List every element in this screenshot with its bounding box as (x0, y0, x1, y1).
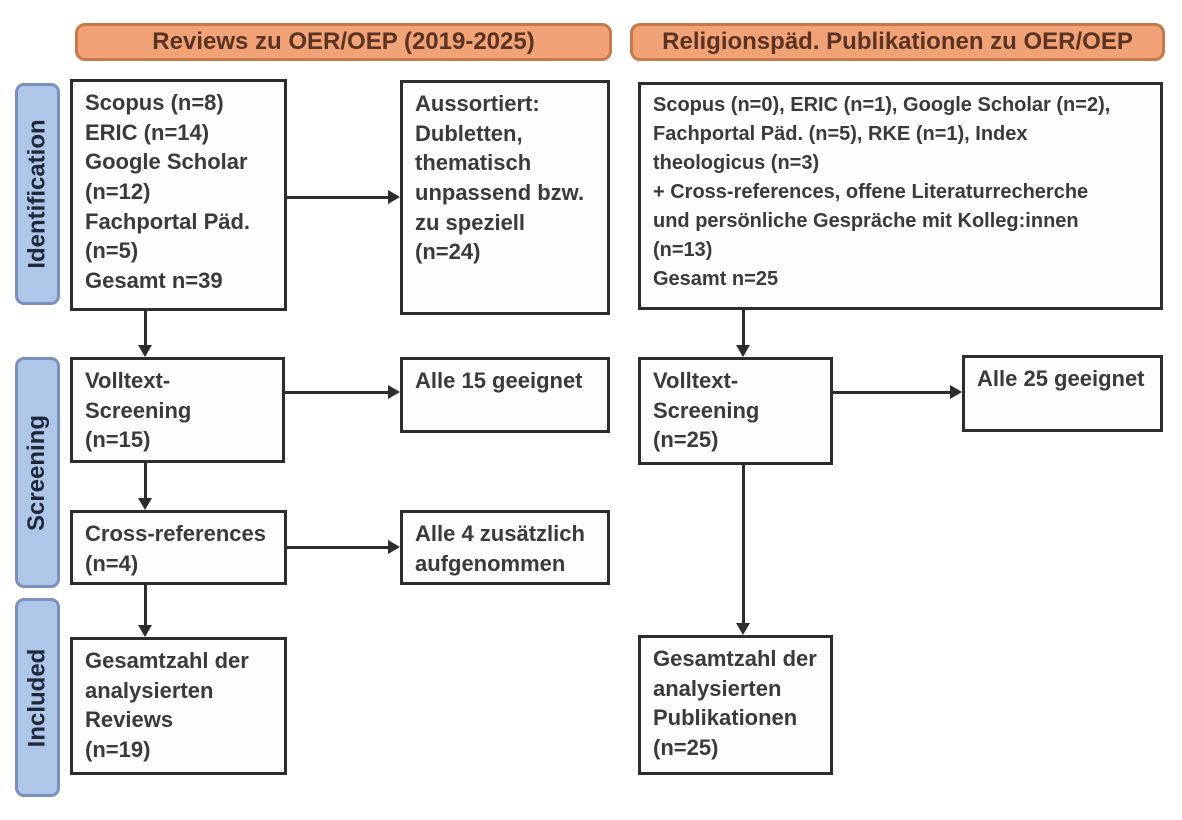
stage-identification-label: Identification (23, 119, 51, 269)
box-publications-included-total: Gesamtzahl der analysierten Publikatione… (638, 635, 833, 775)
box-reviews-excluded: Aussortiert: Dubletten, thematisch unpas… (400, 80, 610, 315)
box-publications-included-total-text: Gesamtzahl der analysierten Publikatione… (653, 646, 817, 761)
box-reviews-fulltext-result: Alle 15 geeignet (400, 357, 610, 433)
column-header-religionspaed-label: Religionspäd. Publikationen zu OER/OEP (662, 28, 1133, 55)
box-reviews-included-total-text: Gesamtzahl der analysierten Reviews (n=1… (85, 648, 249, 763)
stage-included-label: Included (23, 648, 51, 747)
box-reviews-fulltext-screening: Volltext- Screening (n=15) (70, 357, 285, 463)
box-publications-fulltext-result-text: Alle 25 geeignet (977, 366, 1145, 391)
stage-included: Included (15, 598, 60, 797)
arrow-reviews-sources-to-fulltext (138, 311, 152, 357)
box-reviews-crossreferences: Cross-references (n=4) (70, 510, 287, 585)
column-header-religionspaed: Religionspäd. Publikationen zu OER/OEP (630, 23, 1165, 61)
box-reviews-crossref-result-text: Alle 4 zusätzlich aufgenommen (415, 521, 585, 576)
box-publications-sources-text: Scopus (n=0), ERIC (n=1), Google Scholar… (653, 94, 1111, 290)
arrow-reviews-sources-to-excluded (287, 190, 400, 204)
arrow-reviews-crossref-to-result (287, 540, 400, 554)
arrow-publications-fulltext-to-included (736, 465, 750, 635)
box-reviews-fulltext-screening-text: Volltext- Screening (n=15) (85, 368, 192, 453)
arrow-publications-sources-to-fulltext (736, 310, 750, 357)
arrow-reviews-fulltext-to-result (285, 385, 400, 399)
arrow-reviews-fulltext-to-crossref (138, 463, 152, 510)
box-publications-sources: Scopus (n=0), ERIC (n=1), Google Scholar… (638, 82, 1163, 310)
column-header-reviews-label: Reviews zu OER/OEP (2019-2025) (152, 28, 535, 55)
stage-screening-label: Screening (23, 414, 51, 531)
box-reviews-fulltext-result-text: Alle 15 geeignet (415, 368, 583, 393)
box-reviews-excluded-text: Aussortiert: Dubletten, thematisch unpas… (415, 91, 585, 265)
box-reviews-included-total: Gesamtzahl der analysierten Reviews (n=1… (70, 637, 287, 775)
box-reviews-crossref-result: Alle 4 zusätzlich aufgenommen (400, 510, 610, 585)
box-publications-fulltext-result: Alle 25 geeignet (962, 355, 1163, 432)
stage-screening: Screening (15, 357, 60, 588)
arrow-publications-fulltext-to-result (833, 385, 962, 399)
box-publications-fulltext-screening: Volltext- Screening (n=25) (638, 357, 833, 465)
box-publications-fulltext-screening-text: Volltext- Screening (n=25) (653, 368, 760, 453)
box-reviews-sources: Scopus (n=8) ERIC (n=14) Google Scholar … (70, 79, 287, 311)
column-header-reviews: Reviews zu OER/OEP (2019-2025) (75, 23, 612, 61)
stage-identification: Identification (15, 83, 60, 305)
box-reviews-crossreferences-text: Cross-references (n=4) (85, 521, 266, 576)
arrow-reviews-crossref-to-included (138, 585, 152, 637)
box-reviews-sources-text: Scopus (n=8) ERIC (n=14) Google Scholar … (85, 90, 251, 294)
